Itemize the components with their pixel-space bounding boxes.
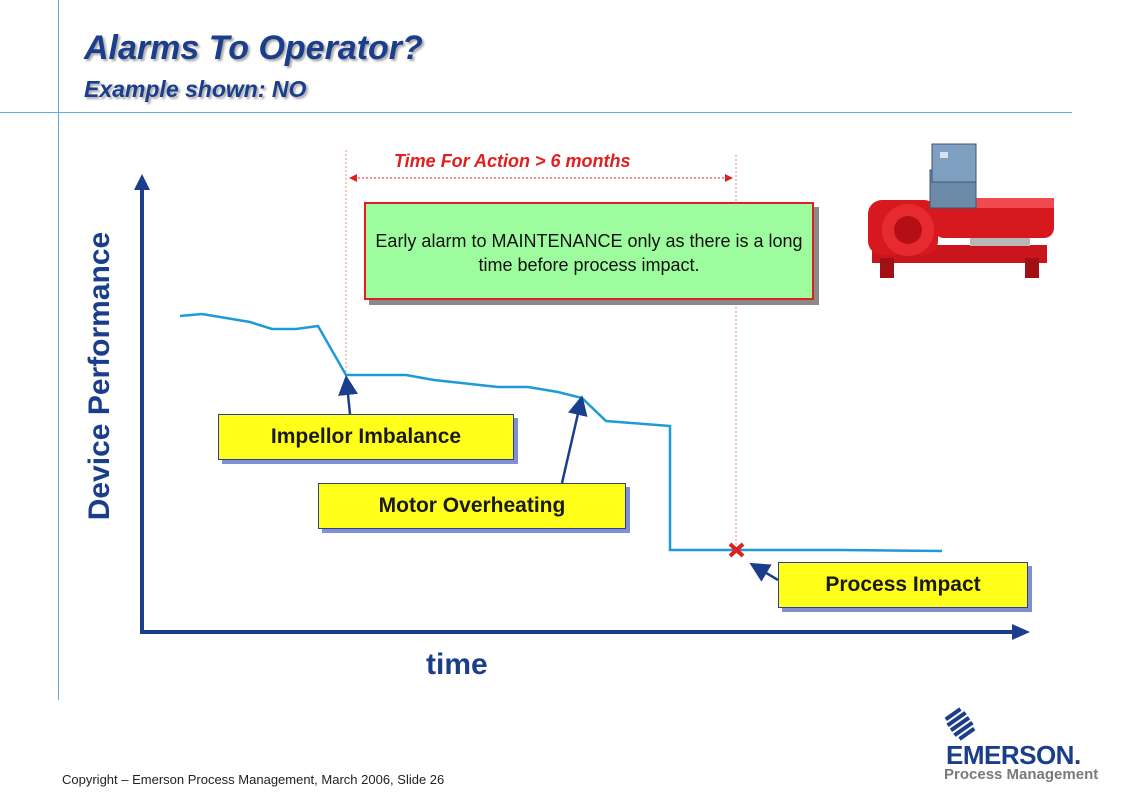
- y-axis-label: Device Performance: [83, 231, 116, 521]
- process-pointer: [749, 562, 779, 582]
- maintenance-note: Early alarm to MAINTENANCE only as there…: [364, 202, 814, 300]
- logo-name: EMERSON.: [946, 740, 1081, 770]
- slide-subtitle: Example shown: NO: [84, 76, 307, 102]
- horizontal-guide-line: [0, 112, 1072, 113]
- impellor-pointer: [338, 375, 358, 415]
- performance-curve: [179, 312, 943, 553]
- pump-image: [868, 143, 1054, 278]
- callout-process-impact: Process Impact: [778, 562, 1028, 608]
- slide-title: Alarms To Operator?: [84, 29, 423, 67]
- time-for-action-label: Time For Action > 6 months: [394, 151, 631, 171]
- callout-impellor-imbalance: Impellor Imbalance: [218, 414, 514, 460]
- callout-motor-overheating: Motor Overheating: [318, 483, 626, 529]
- x-mark-icon: [728, 542, 745, 558]
- x-axis: [140, 624, 1030, 640]
- y-axis: [134, 174, 150, 632]
- logo-subtitle: Process Management: [944, 766, 1099, 783]
- motor-pointer: [560, 395, 588, 484]
- x-axis-label: time: [426, 648, 488, 681]
- copyright-text: Copyright – Emerson Process Management, …: [62, 772, 445, 787]
- vertical-guide-line: [58, 0, 59, 700]
- emerson-logo-icon: [944, 707, 976, 741]
